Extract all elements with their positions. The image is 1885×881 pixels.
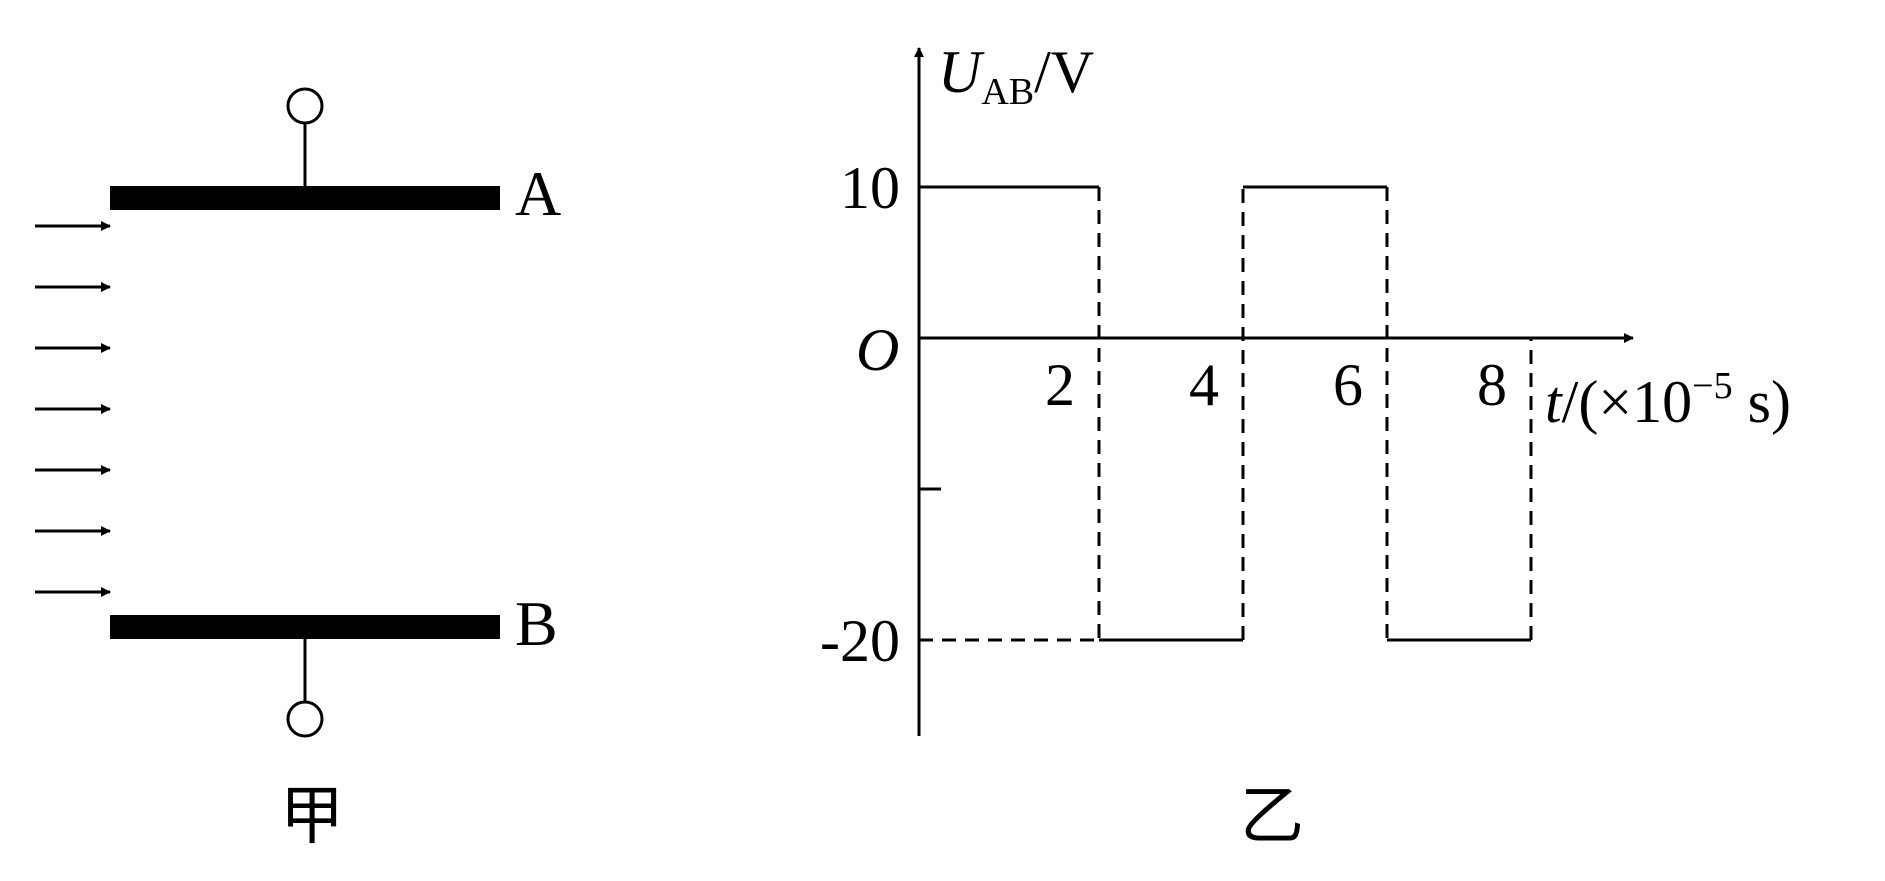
- x-tick-label: 2: [1045, 352, 1075, 418]
- origin-label: O: [856, 317, 899, 383]
- terminal-b: [286, 700, 324, 738]
- plate-b-label: B: [515, 588, 558, 659]
- plate-a-label: A: [515, 158, 561, 229]
- figure-yi: UAB/V t/(×10−5 s) O 10 -20 2 4 6 8 乙: [820, 39, 1791, 854]
- terminal-a: [286, 87, 324, 125]
- beam-arrows: [35, 221, 111, 597]
- figure-jia: A B 甲: [35, 87, 561, 854]
- x-axis-title: t/(×10−5 s): [1545, 365, 1791, 435]
- x-tick-label: 4: [1189, 352, 1219, 418]
- x-tick-label: 8: [1477, 352, 1507, 418]
- plate-b: [110, 615, 500, 639]
- x-tick-label: 6: [1333, 352, 1363, 418]
- waveform: [919, 185, 1533, 642]
- figure-yi-caption: 乙: [1240, 780, 1304, 854]
- plate-a: [110, 186, 500, 210]
- y-tick-label: 10: [840, 155, 900, 221]
- y-tick-label: -20: [820, 608, 900, 674]
- yi-ticks: 10 -20 2 4 6 8: [820, 155, 1507, 674]
- y-axis-title: UAB/V: [938, 39, 1094, 113]
- figure-jia-caption: 甲: [280, 780, 344, 854]
